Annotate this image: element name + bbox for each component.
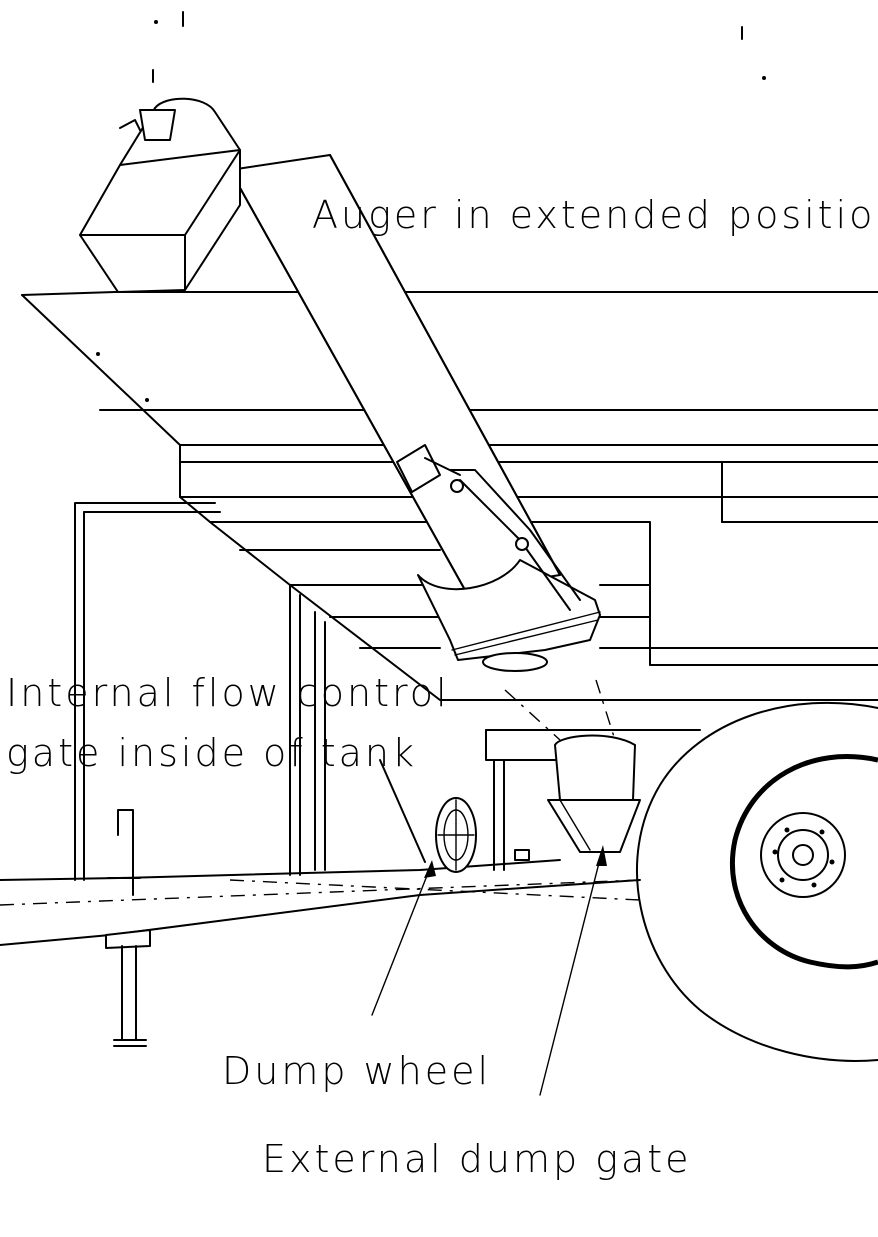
leader-lines: [371, 845, 607, 1096]
scan-specks: [152, 11, 766, 83]
label-external-dump-gate: External dump gate: [262, 1137, 692, 1181]
wheel: [635, 701, 878, 1062]
grain-tank: [21, 291, 878, 881]
dump-handwheel: [379, 759, 530, 873]
label-dump-wheel: Dump wheel: [222, 1049, 491, 1093]
tongue: [0, 809, 641, 1047]
auger-tube: [79, 97, 641, 853]
label-flow-control-line2: gate inside of tank: [6, 731, 417, 775]
label-auger-extended: Auger in extended position: [312, 193, 878, 237]
label-flow-control-line1: Internal flow control: [6, 671, 450, 715]
